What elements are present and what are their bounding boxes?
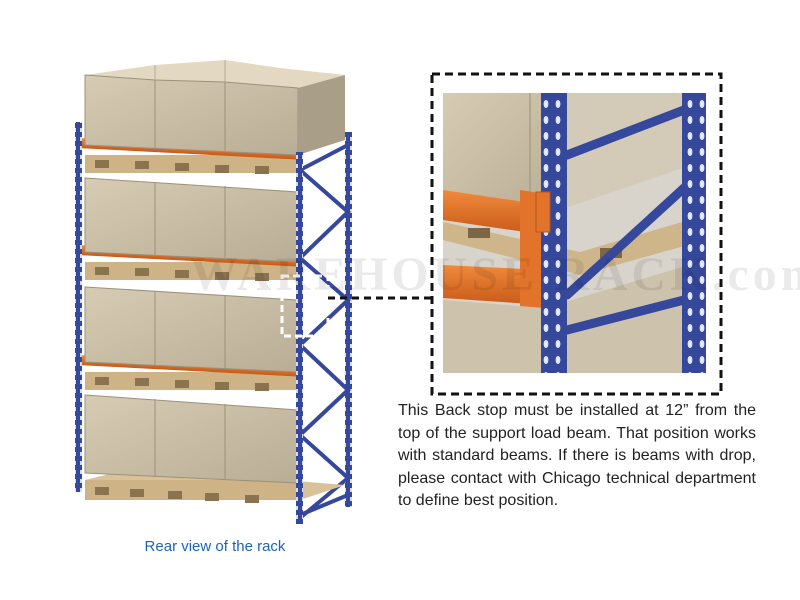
zoom-upright-front	[541, 93, 567, 373]
back-stop-description: This Back stop must be installed at 12” …	[398, 402, 756, 509]
watermark-line-1: WAREHOUSE RACK.com	[190, 248, 800, 301]
side-bracing	[297, 143, 352, 520]
upright-right-front	[296, 152, 303, 524]
pallet-level-4	[85, 155, 297, 174]
zoom-upright-back	[682, 93, 706, 373]
upright-back-right	[345, 132, 352, 507]
pallet-level-3	[85, 262, 297, 281]
zoom-detail	[430, 72, 723, 396]
pallet-level-2	[85, 372, 297, 391]
callout-marker	[280, 274, 330, 338]
watermark: WAREHOUSE RACK.com	[190, 248, 800, 301]
box-stack-level-1	[84, 394, 299, 484]
rack	[75, 60, 352, 524]
box-stack-top	[84, 60, 345, 156]
figure-caption: Rear view of the rack	[144, 538, 286, 555]
back-stop	[535, 191, 551, 233]
upright-left-front	[75, 122, 82, 492]
